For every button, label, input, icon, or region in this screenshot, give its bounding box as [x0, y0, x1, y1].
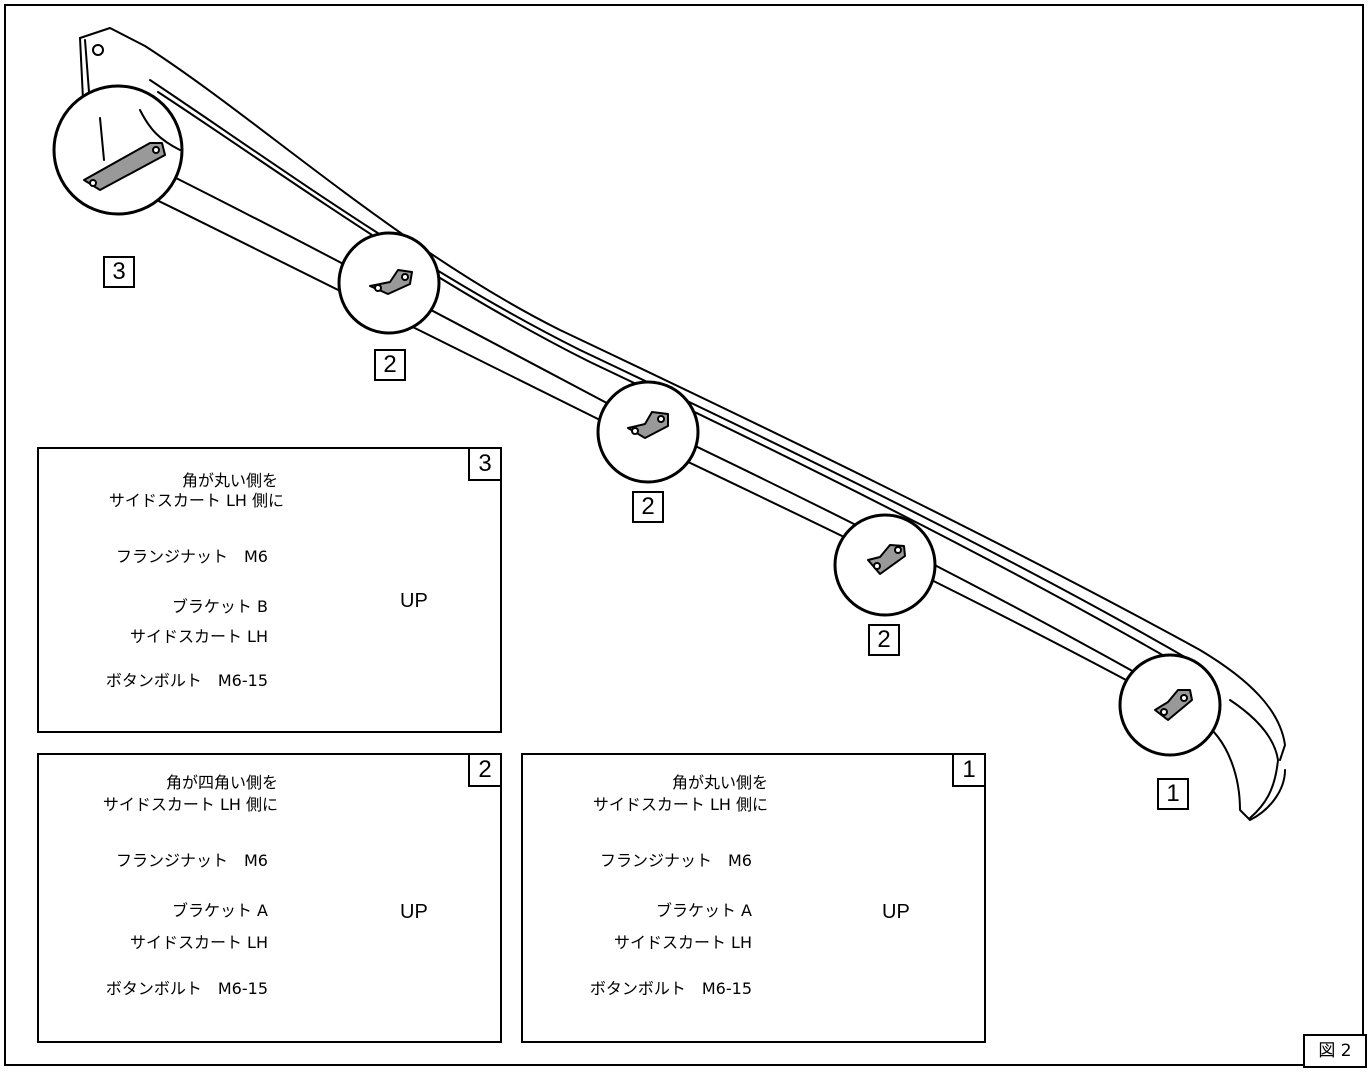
detail-box-3: 3 角が丸い側を サイドスカート LH 側に フランジナット M6 ブラケット …: [37, 447, 502, 733]
callout-2-second: 2: [632, 491, 664, 523]
bracket-label: ブラケット A: [171, 901, 268, 920]
bolt-label: ボタンボルト M6-15: [589, 979, 752, 998]
detail-box-1-number: 1: [952, 753, 986, 787]
detail-box-2-number: 2: [468, 753, 502, 787]
detail-box-2: 2 角が四角い側を サイドスカート LH 側に フランジナット M6 ブラケット…: [37, 753, 502, 1043]
bolt-label: ボタンボルト M6-15: [105, 671, 268, 690]
orientation-text-line1: 角が丸い側を: [181, 471, 278, 490]
up-label: UP: [882, 901, 910, 923]
detail-box-3-number: 3: [468, 447, 502, 481]
side-skirt-top-edge: [79, 27, 1286, 761]
orientation-text-line2: サイドスカート LH 側に: [102, 795, 278, 814]
side-skirt-inner-line-1: [149, 79, 1191, 661]
side-skirt-label: サイドスカート LH: [129, 627, 268, 646]
figure-frame: [4, 4, 1364, 1066]
figure-label: 図 2: [1303, 1034, 1367, 1068]
up-label: UP: [400, 590, 428, 612]
callout-1: 1: [1157, 778, 1189, 810]
flange-nut-label: フランジナット M6: [600, 851, 752, 870]
callout-3: 3: [103, 256, 135, 288]
side-skirt-label: サイドスカート LH: [129, 933, 268, 952]
flange-nut-label: フランジナット M6: [116, 547, 268, 566]
up-label: UP: [400, 901, 428, 923]
side-skirt-front-end: [1229, 699, 1279, 819]
orientation-text-line1: 角が丸い側を: [671, 773, 768, 792]
bracket-label: ブラケット B: [171, 597, 268, 616]
callout-2-third: 2: [868, 624, 900, 656]
orientation-text-line2: サイドスカート LH 側に: [592, 795, 768, 814]
bolt-label: ボタンボルト M6-15: [105, 979, 268, 998]
side-skirt-label: サイドスカート LH: [613, 933, 752, 952]
flange-nut-label: フランジナット M6: [116, 851, 268, 870]
bracket-label: ブラケット A: [655, 901, 752, 920]
side-skirt-inner-line-2: [157, 91, 1193, 673]
detail-box-1: 1 角が丸い側を サイドスカート LH 側に フランジナット M6 ブラケット …: [521, 753, 986, 1043]
orientation-text-line2: サイドスカート LH 側に: [108, 491, 284, 510]
orientation-text-line1: 角が四角い側を: [165, 773, 278, 792]
callout-2-first: 2: [374, 349, 406, 381]
